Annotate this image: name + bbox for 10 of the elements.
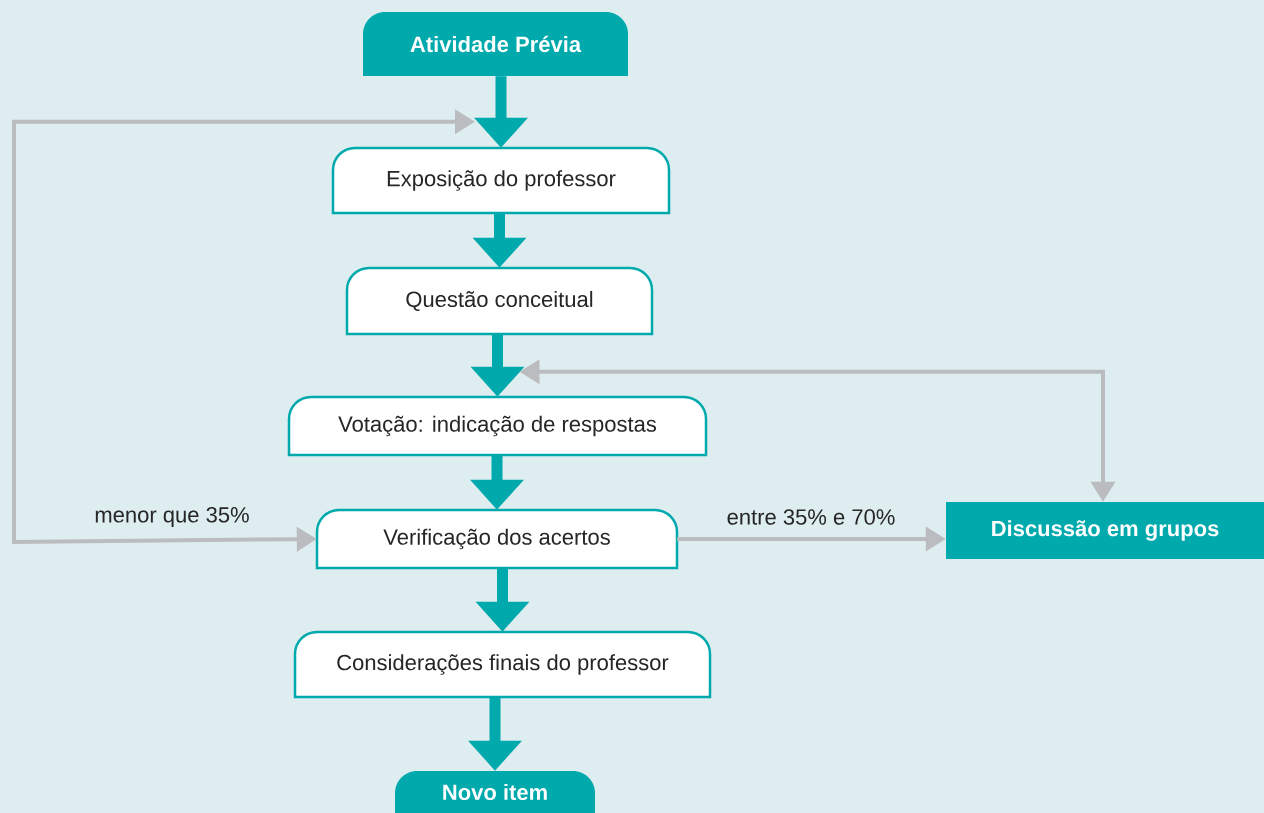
edge-label: menor que 35% bbox=[92, 505, 252, 529]
end-box: Novo item bbox=[395, 771, 595, 813]
process-box: Exposição do professor bbox=[331, 146, 671, 215]
group-box: Discussão em grupos bbox=[946, 502, 1264, 559]
process-box: Considerações finais do professor bbox=[293, 630, 712, 699]
process-box: Verificação dos acertos bbox=[315, 508, 679, 570]
process-box: Votação: indicação de respostas bbox=[287, 395, 708, 457]
start-box: Atividade Prévia bbox=[363, 12, 628, 76]
edge-label: entre 35% e 70% bbox=[724, 507, 898, 527]
process-box: Questão conceitual bbox=[345, 266, 654, 336]
